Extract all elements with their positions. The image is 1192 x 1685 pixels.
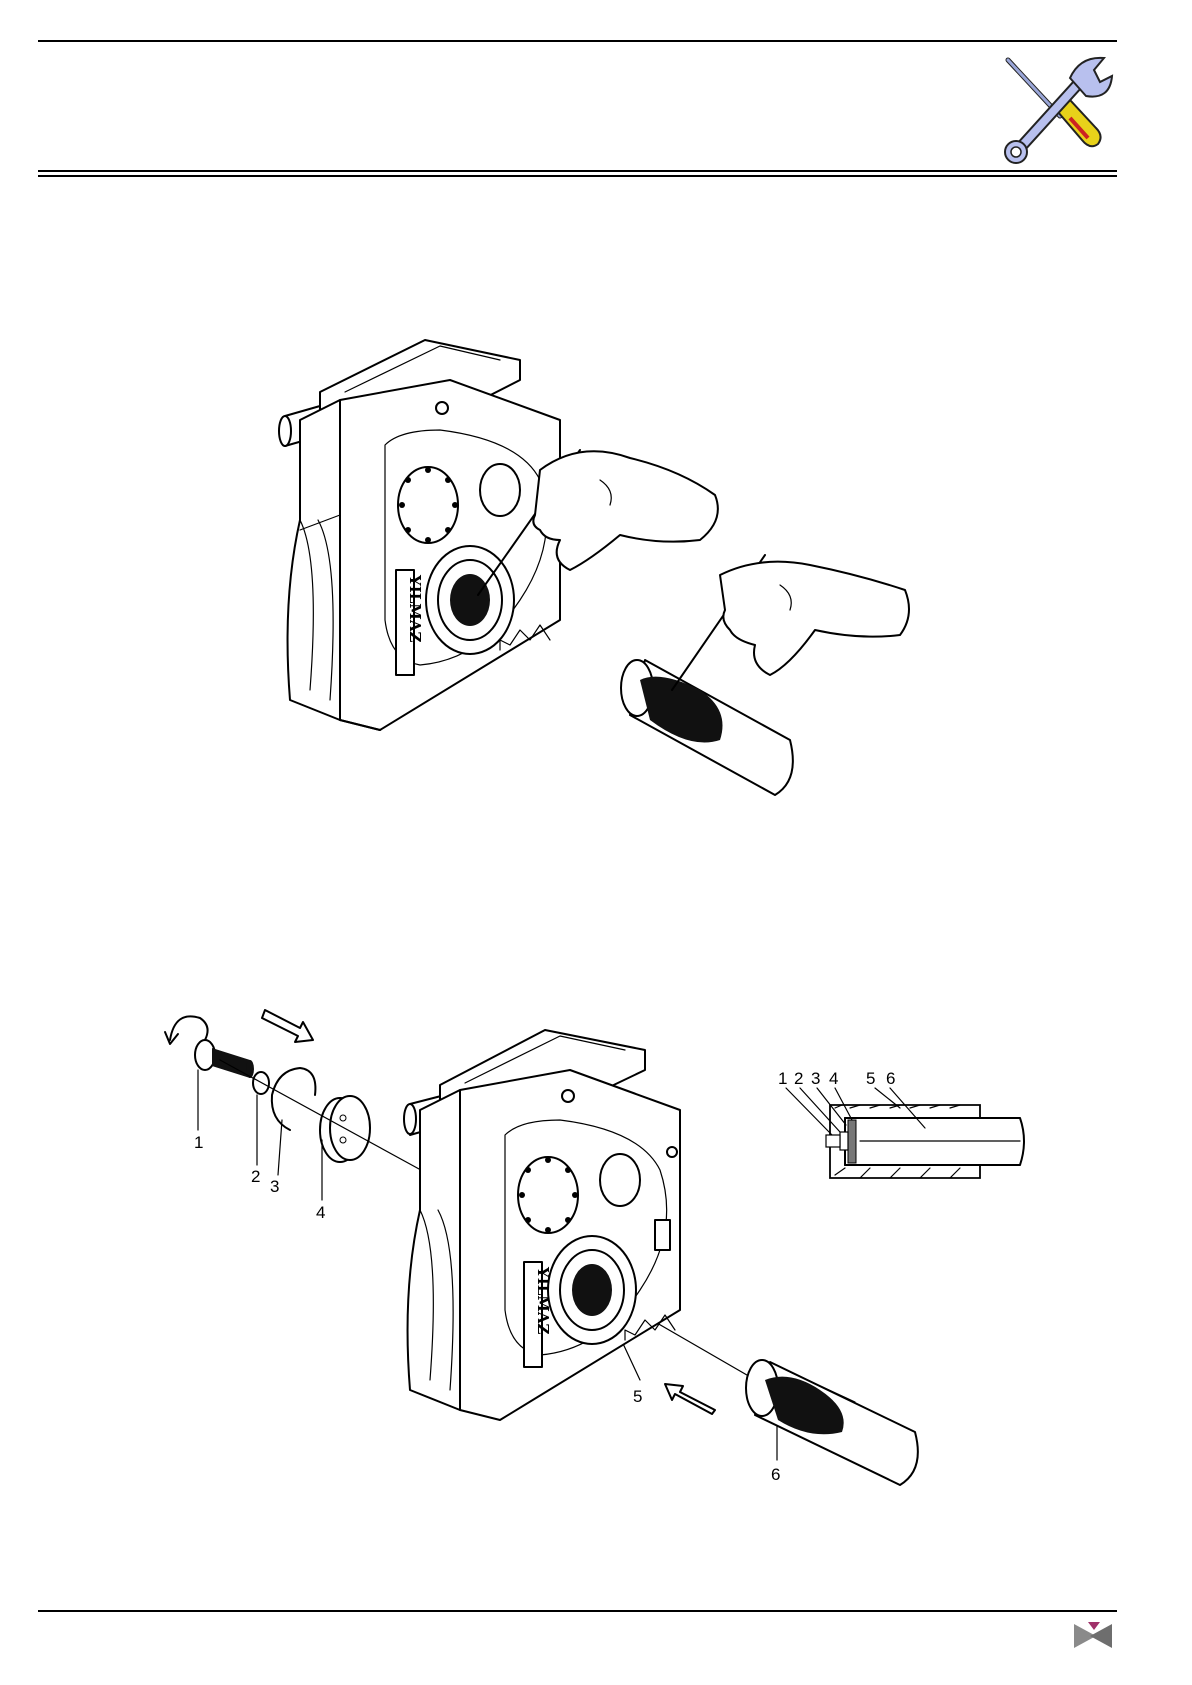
label-6: 6 [771, 1465, 780, 1484]
direction-arrow-icon [262, 1010, 313, 1042]
part-bolt [195, 1040, 254, 1078]
label-3: 3 [270, 1177, 279, 1196]
section-label-5: 5 [866, 1069, 875, 1088]
section-label-4: 4 [829, 1069, 838, 1088]
section-label-3: 3 [811, 1069, 820, 1088]
label-2: 2 [251, 1167, 260, 1186]
label-4: 4 [316, 1203, 325, 1222]
section-label-6: 6 [886, 1069, 895, 1088]
gearbox-body: YILMAZ [404, 1030, 680, 1420]
brand-text-bottom: YILMAZ [534, 1266, 552, 1335]
part-circlip [272, 1068, 316, 1130]
footer-rule [38, 1610, 1117, 1612]
section-label-1: 1 [778, 1069, 787, 1088]
section-label-2: 2 [794, 1069, 803, 1088]
label-5: 5 [633, 1387, 642, 1406]
label-1: 1 [194, 1133, 203, 1152]
direction-arrow-icon-2 [665, 1384, 715, 1414]
section-view [786, 1088, 1024, 1178]
